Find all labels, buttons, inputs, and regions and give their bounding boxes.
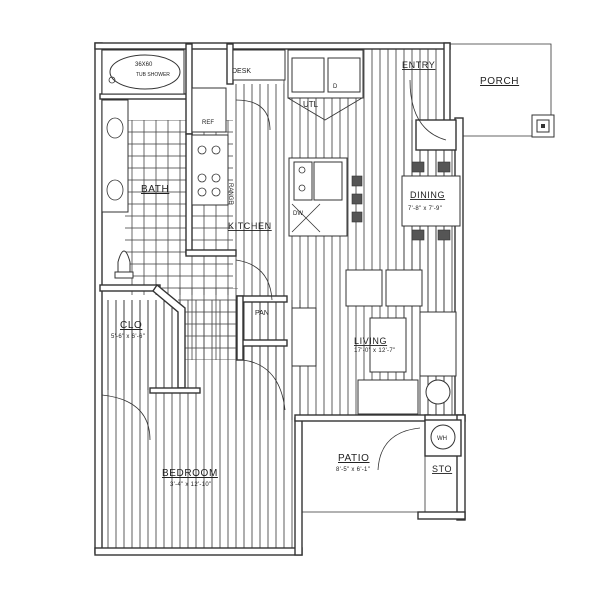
pantry-label: PAN (255, 310, 269, 317)
desk (232, 49, 286, 81)
door-swings (101, 79, 447, 471)
dining-set (401, 161, 461, 241)
exterior-walls (94, 42, 466, 556)
kitchen-fixtures (191, 87, 363, 237)
utility-label: UTL (303, 100, 319, 109)
entry-label: ENTRY (402, 60, 435, 70)
desk-label: DESK (232, 68, 251, 75)
water-heater-label: WH (437, 436, 447, 442)
shower-type-label: TUB SHOWER (136, 72, 170, 78)
patio-label: PATIO (338, 453, 370, 464)
patio-dim: 8'-5" x 6'-1" (336, 467, 370, 473)
water-heater (430, 424, 456, 450)
closet-dim: 5'-6" x 6'-6" (111, 334, 145, 340)
dining-label: DINING (410, 190, 445, 200)
kitchen-label: KITCHEN (228, 221, 272, 231)
storage-label: STO (432, 464, 452, 474)
bathtub (109, 54, 181, 90)
living-label: LIVING (354, 336, 387, 346)
bath-label: BATH (141, 184, 169, 195)
bedroom-label: BEDROOM (162, 468, 218, 479)
patio-area (300, 420, 426, 513)
closet-label: CLO (120, 320, 142, 331)
refrigerator-label: REF (202, 120, 214, 126)
shower-size-label: 36X60 (135, 62, 153, 68)
living-furniture (291, 269, 457, 415)
living-dim: 17'-0" x 12'-7" (354, 348, 395, 354)
dishwasher-label: DW (293, 211, 303, 217)
bath-fixtures (101, 49, 185, 279)
dining-dim: 7'-8" x 7'-9" (408, 206, 442, 212)
wood-floors (97, 44, 464, 555)
dryer-label: D (333, 84, 338, 90)
range-label: RANGE (227, 183, 233, 204)
utility-closet (287, 49, 364, 121)
bedroom-dim: 3'-4" x 12'-10" (170, 482, 211, 488)
porch-label: PORCH (480, 76, 519, 87)
toilet (117, 250, 131, 273)
